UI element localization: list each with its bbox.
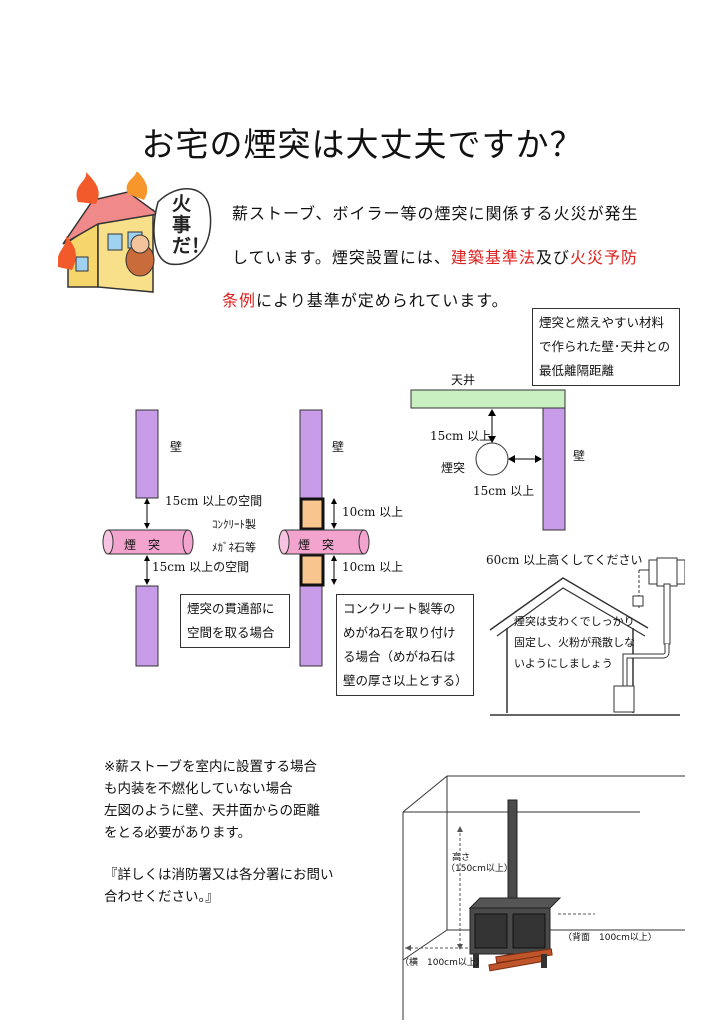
intro-highlight-ordinance: 条例 xyxy=(222,291,257,310)
stove-side-label: （横 100cm以上） xyxy=(400,958,485,968)
wall-lower-1 xyxy=(135,585,159,667)
stove-note-line-6: 合わせください。』 xyxy=(104,889,219,905)
wall-label-2: 壁 xyxy=(332,440,345,454)
intro-line-2: しています。煙突設置には、建築基準法及び火災予防 xyxy=(232,244,638,268)
material-label-1: ｺﾝｸﾘｰﾄ製 xyxy=(212,518,256,531)
ceiling-bar xyxy=(410,389,566,409)
intro-line-3: 条例により基準が定められています。 xyxy=(222,287,509,311)
ceiling-chimney-label: 煙突 xyxy=(441,461,466,475)
intro-text: しています。煙突設置には、 xyxy=(232,248,451,267)
ceiling-wall-label: 壁 xyxy=(573,449,586,463)
stove-note-line-3: 左図のように壁、天井面からの距離 xyxy=(104,803,320,819)
megane-stone-bottom xyxy=(299,553,325,587)
chimney-circle xyxy=(475,442,509,476)
house-stove xyxy=(613,685,635,713)
intro-text: により基準が定められています。 xyxy=(256,291,509,310)
dist-bottom-label-2: 10cm 以上 xyxy=(342,560,404,574)
wall-bar xyxy=(542,407,566,531)
house-note: 煙突は支わくでしっかり固定し、火粉が飛散しないようにしましょう xyxy=(514,615,635,670)
cartoon-shout: 火事だ！ xyxy=(172,193,211,257)
stove-room-diagram xyxy=(402,775,685,1020)
fire-cartoon-illustration: 火事だ！ xyxy=(57,170,218,298)
wall-penetration-diagrams xyxy=(102,409,370,667)
ceiling-dist-top: 15cm 以上 xyxy=(430,429,492,443)
gap-bottom-label: 15cm 以上の空間 xyxy=(152,560,250,574)
wall-caption-1: 煙突の貫通部に空間を取る場合 xyxy=(180,594,290,648)
intro-text: 及び xyxy=(535,248,570,267)
intro-highlight-fire-ordinance: 火災予防 xyxy=(569,248,638,267)
page-title: お宅の煙突は大丈夫ですか？ xyxy=(141,125,584,164)
ceiling-dist-side: 15cm 以上 xyxy=(473,484,535,498)
chimney-label-1: 煙 突 xyxy=(124,538,161,552)
intro-highlight-building-law: 建築基準法 xyxy=(450,248,536,267)
stove-note-line-2: も内装を不燃化していない場合 xyxy=(104,781,293,797)
stove-height-label-1: 高さ xyxy=(452,853,471,863)
stove-note-line-5: 『詳しくは消防署又は各分署にお問い xyxy=(104,867,334,883)
stove-note-line-1: ※薪ストーブを室内に設置する場合 xyxy=(104,759,318,775)
megane-stone-top xyxy=(299,497,325,531)
chimney-label-2: 煙 突 xyxy=(298,538,335,552)
ceiling-clearance-diagram xyxy=(410,389,566,531)
stove-back-label: （背面 100cm以上） xyxy=(563,933,657,943)
clearance-note-box: 煙突と燃えやすい材料で作られた壁･天井との最低離隔距離 xyxy=(532,308,680,386)
chimney-pipe xyxy=(663,583,671,645)
gap-top-label: 15cm 以上の空間 xyxy=(165,494,263,508)
house-height-label: 60cm 以上高くしてください xyxy=(486,553,643,567)
wall-label-1: 壁 xyxy=(170,440,183,454)
stove-height-label-2: （150cm以上） xyxy=(446,864,513,874)
house-chimney-diagram xyxy=(489,557,685,716)
wall-upper-1 xyxy=(135,409,159,499)
material-label-2: ﾒｶﾞﾈ石等 xyxy=(212,541,256,554)
intro-line-1: 薪ストーブ、ボイラー等の煙突に関係する火災が発生 xyxy=(232,204,639,223)
dist-top-label-2: 10cm 以上 xyxy=(342,505,404,519)
stove-note-line-4: をとる必要があります。 xyxy=(104,825,252,841)
wall-caption-2: コンクリート製等のめがね石を取り付ける場合（めがね石は壁の厚さ以上とする） xyxy=(336,594,474,696)
stove-chimney xyxy=(507,799,518,911)
ceiling-label: 天井 xyxy=(451,373,476,387)
